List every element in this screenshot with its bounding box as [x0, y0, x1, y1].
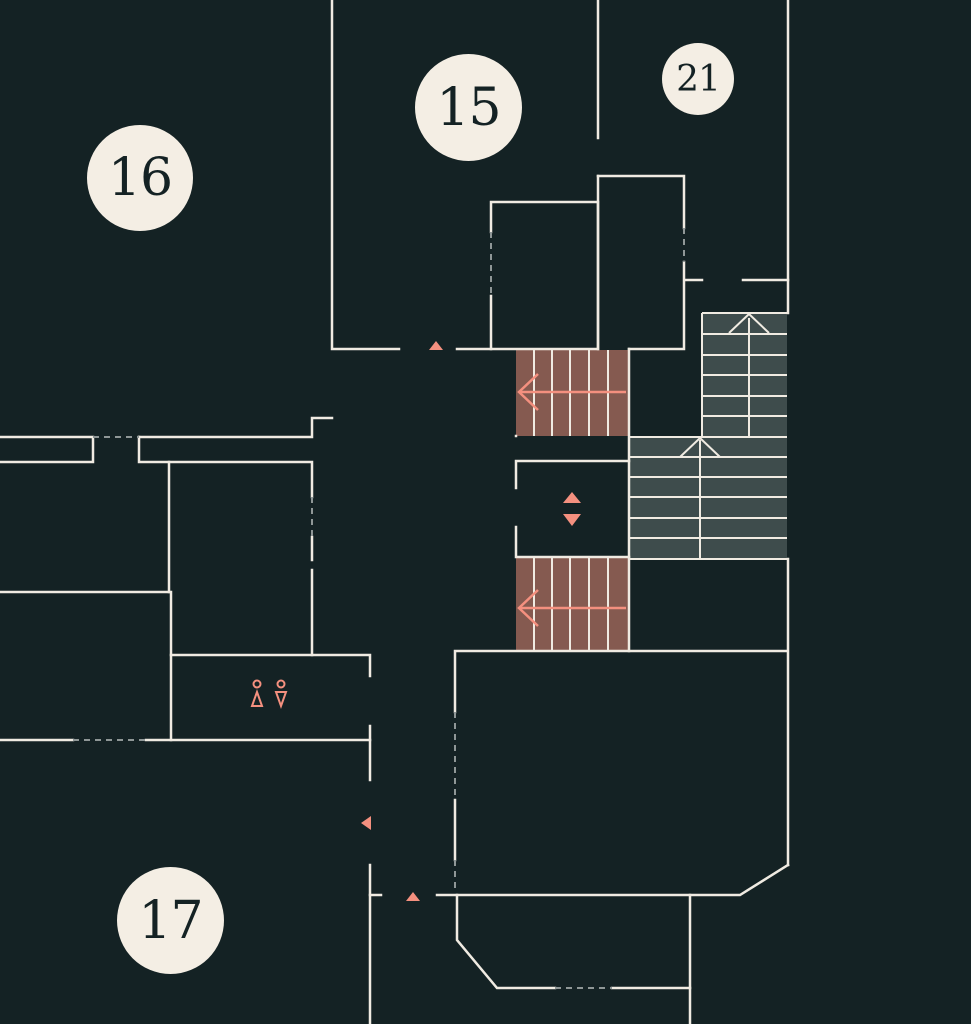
triangle-marker-icon	[361, 816, 371, 830]
walls	[0, 0, 790, 1024]
room-badge-17[interactable]: 17	[117, 867, 224, 974]
stairs-arrow-icon	[517, 589, 626, 627]
room-badge-16[interactable]: 16	[87, 125, 193, 231]
room-number-label: 15	[436, 77, 501, 138]
entrance-markers	[361, 341, 443, 901]
room-number-label: 17	[138, 890, 203, 951]
elevator-icon	[563, 492, 581, 526]
room-number-label: 16	[107, 148, 173, 208]
escalator	[629, 312, 787, 560]
stairs-upper	[516, 350, 629, 436]
stairs-lower	[516, 557, 629, 651]
doorways	[73, 228, 685, 989]
room-number-label: 21	[676, 58, 721, 100]
triangle-marker-icon	[429, 341, 443, 350]
restroom-icon	[250, 679, 288, 709]
room-badge-15[interactable]: 15	[415, 54, 522, 161]
triangle-marker-icon	[406, 892, 420, 901]
stairs-arrow-icon	[517, 373, 626, 411]
room-badge-21[interactable]: 21	[662, 43, 734, 115]
